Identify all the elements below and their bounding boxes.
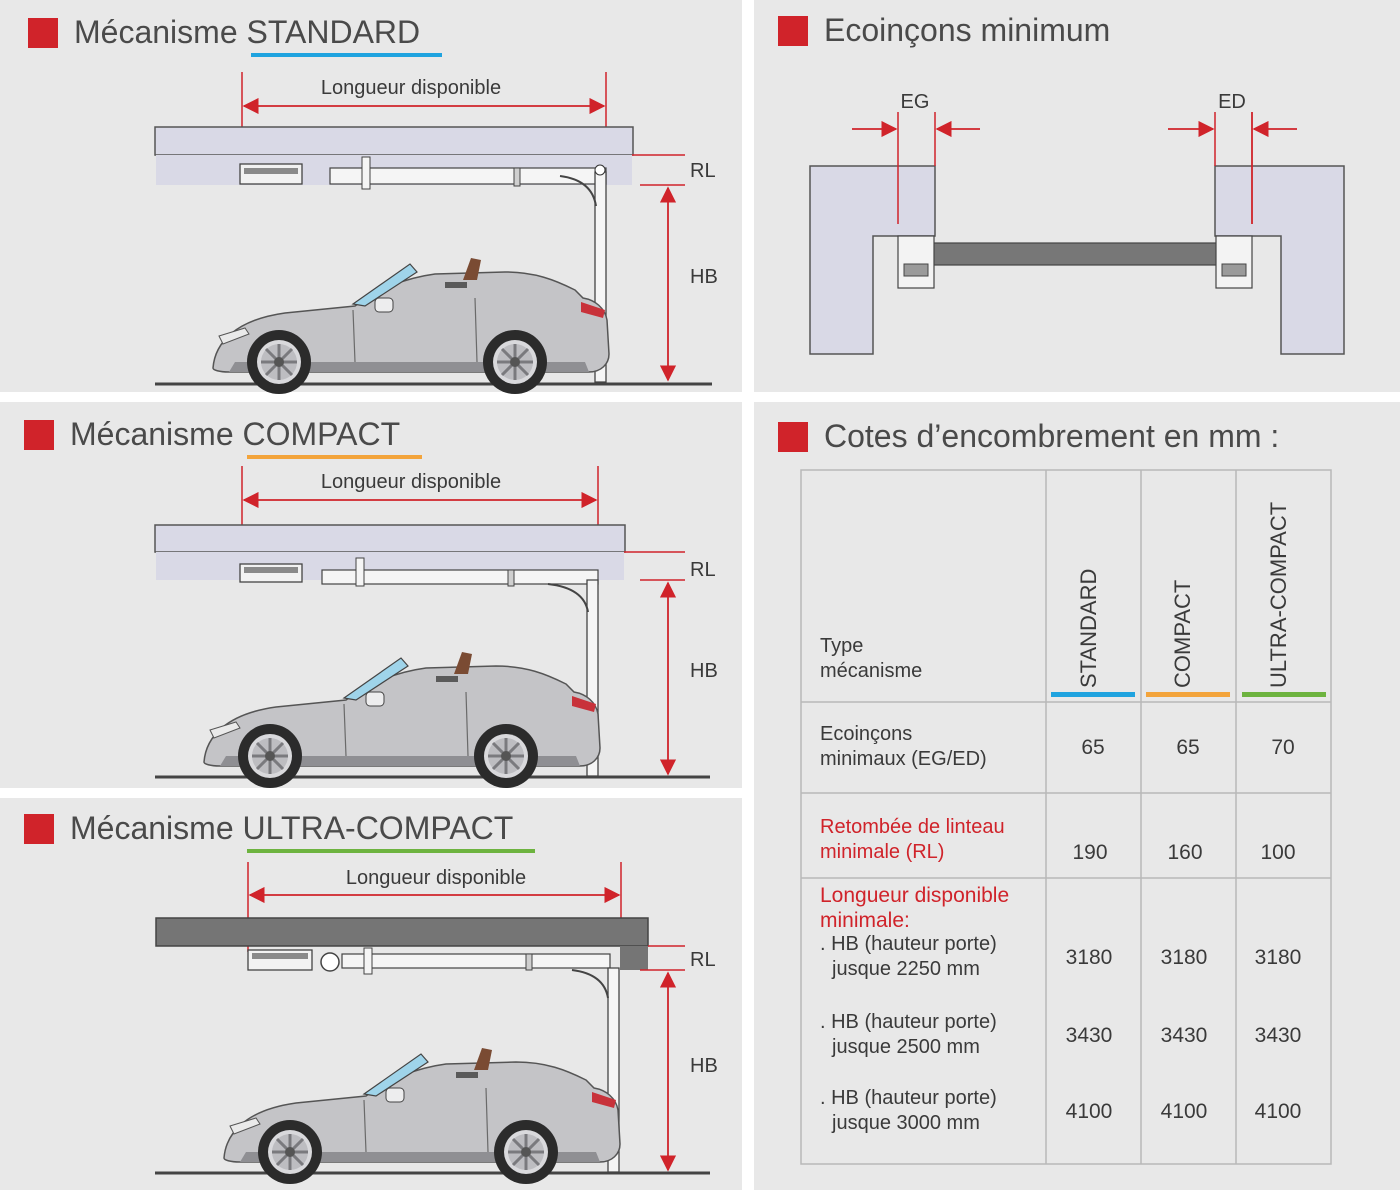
subrow-line2: jusque 3000 mm [832, 1112, 980, 1134]
title-cotes-text: Cotes d’encombrement en mm : [824, 418, 1280, 454]
title-ecoincons: Ecoinçons minimum [778, 12, 1110, 49]
row-label-line2: minimale: [820, 909, 910, 932]
col-header-standard: STANDARD [1076, 568, 1101, 688]
subrow-line1: . HB (hauteur porte) [820, 1011, 997, 1033]
title-model-ultra-compact: ULTRA-COMPACT [242, 810, 536, 853]
rl-label-standard: RL [690, 160, 716, 182]
length-label-ultra: Longueur disponible [346, 867, 526, 889]
title-prefix: Mécanisme [70, 810, 234, 846]
column-bar-ultra-compact [1242, 692, 1326, 697]
row-label-line1: Ecoinçons [820, 723, 913, 745]
row-label-line2: minimale (RL) [820, 841, 945, 863]
red-square-icon [778, 421, 808, 452]
header-label-line1: Type [820, 635, 864, 657]
title-model-compact: COMPACT [242, 416, 422, 459]
subrow-line1: . HB (hauteur porte) [820, 1087, 997, 1109]
rl-label-ultra: RL [690, 949, 716, 971]
title-ultra-compact: Mécanisme ULTRA-COMPACT [24, 810, 536, 853]
row-label-line1: Longueur disponible [820, 884, 1010, 907]
cell-retombee-standard: 190 [1072, 841, 1108, 864]
hb-label-standard: HB [690, 266, 718, 288]
cell-2500-compact: 3430 [1160, 1024, 1208, 1047]
cell-2250-standard: 3180 [1065, 946, 1113, 969]
subrow-line2: jusque 2250 mm [832, 958, 980, 980]
header-label: Type mécanisme [820, 634, 922, 684]
garage-standard [154, 72, 712, 396]
cell-3000-compact: 4100 [1160, 1100, 1208, 1123]
red-square-icon [28, 17, 58, 48]
subrow-label-2250: . HB (hauteur porte) jusque 2250 mm [820, 932, 997, 982]
column-bar-compact [1146, 692, 1230, 697]
eg-label: EG [901, 91, 930, 113]
title-compact: Mécanisme COMPACT [24, 416, 422, 459]
col-header-compact: COMPACT [1170, 579, 1195, 688]
header-label-line2: mécanisme [820, 660, 923, 682]
title-prefix: Mécanisme [70, 416, 234, 452]
hb-label-ultra: HB [690, 1055, 718, 1077]
red-square-icon [24, 419, 54, 450]
title-ecoincons-text: Ecoinçons minimum [824, 12, 1111, 48]
cell-3000-ultra: 4100 [1254, 1100, 1302, 1123]
cell-2250-compact: 3180 [1160, 946, 1208, 969]
title-cotes: Cotes d’encombrement en mm : [778, 418, 1279, 455]
row-label-ecoincons: Ecoinçons minimaux (EG/ED) [820, 722, 987, 772]
column-bar-standard [1051, 692, 1135, 697]
red-square-icon [24, 813, 54, 844]
length-label-compact: Longueur disponible [321, 471, 501, 493]
cell-retombee-compact: 160 [1167, 841, 1203, 864]
col-header-ultra-compact: ULTRA-COMPACT [1266, 501, 1291, 688]
garage-compact [154, 466, 710, 790]
cell-3000-standard: 4100 [1065, 1100, 1113, 1123]
cell-ecoincons-compact: 65 [1176, 736, 1200, 759]
cell-ecoincons-standard: 65 [1081, 736, 1105, 759]
ed-label: ED [1218, 91, 1246, 113]
subrow-label-2500: . HB (hauteur porte) jusque 2500 mm [820, 1010, 997, 1060]
subrow-line2: jusque 2500 mm [832, 1036, 980, 1058]
cell-2250-ultra: 3180 [1254, 946, 1302, 969]
garage-ultra-compact [155, 862, 710, 1186]
cell-ecoincons-ultra: 70 [1271, 736, 1295, 759]
row-label-line2: minimaux (EG/ED) [820, 748, 987, 770]
ecoincons-plan [809, 112, 1345, 355]
row-label-retombee: Retombée de linteau minimale (RL) [820, 815, 1005, 865]
title-model-standard: STANDARD [246, 14, 442, 57]
subrow-line1: . HB (hauteur porte) [820, 933, 997, 955]
title-standard: Mécanisme STANDARD [28, 14, 442, 57]
subrow-label-3000: . HB (hauteur porte) jusque 3000 mm [820, 1086, 997, 1136]
rl-label-compact: RL [690, 559, 716, 581]
title-prefix: Mécanisme [74, 14, 238, 50]
cell-2500-ultra: 3430 [1254, 1024, 1302, 1047]
row-label-line1: Retombée de linteau [820, 816, 1005, 838]
length-label-standard: Longueur disponible [321, 77, 501, 99]
row-label-longueur: Longueur disponible minimale: [820, 883, 1009, 933]
red-square-icon [778, 15, 808, 46]
cell-retombee-ultra: 100 [1260, 841, 1296, 864]
dimensions-table-grid [800, 469, 1332, 1165]
cell-2500-standard: 3430 [1065, 1024, 1113, 1047]
hb-label-compact: HB [690, 660, 718, 682]
